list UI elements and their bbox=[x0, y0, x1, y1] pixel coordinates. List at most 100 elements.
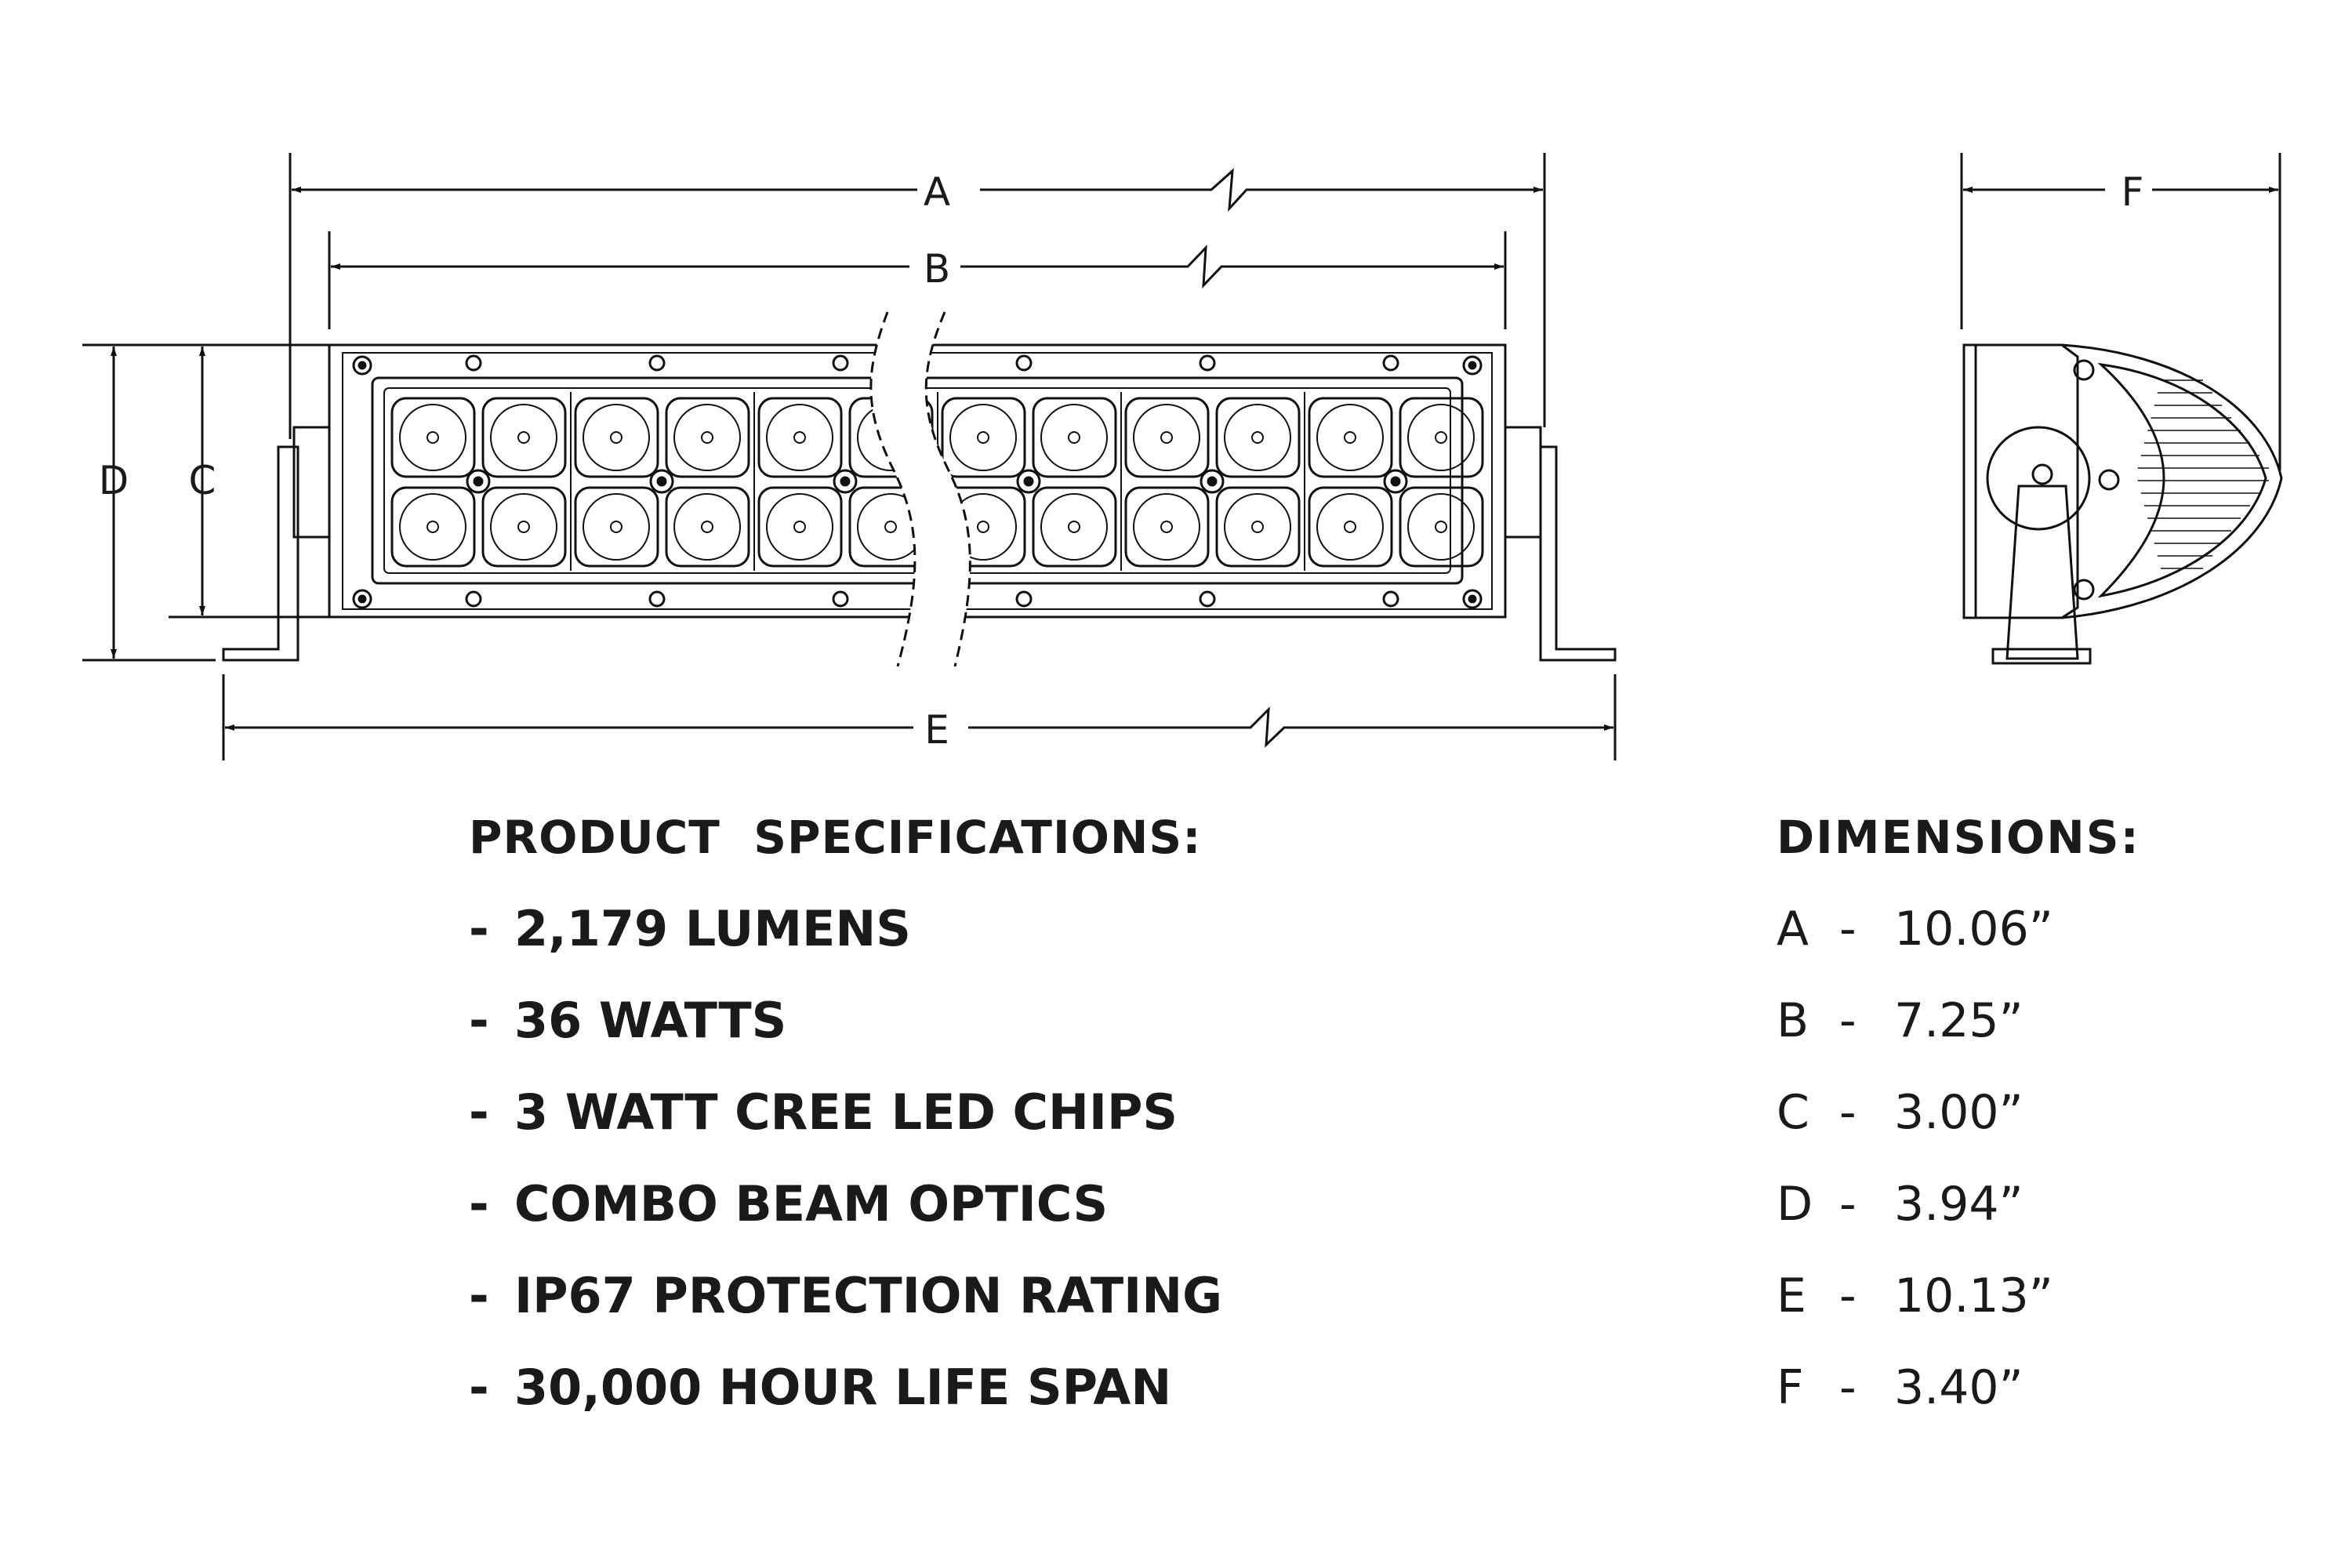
led-reflector bbox=[399, 404, 466, 471]
spec-item: -36 WATTS bbox=[469, 992, 787, 1049]
led-reflector bbox=[1316, 404, 1384, 471]
led-chip bbox=[701, 521, 713, 533]
break-gap bbox=[870, 312, 971, 666]
lens-screw-center bbox=[473, 476, 484, 487]
led-reflector bbox=[1407, 404, 1475, 471]
specifications-title: PRODUCT SPECIFICATIONS: bbox=[469, 811, 1202, 864]
led-cell bbox=[665, 486, 750, 568]
lens-screw bbox=[466, 469, 491, 494]
housing-screw bbox=[832, 590, 849, 608]
housing-screw bbox=[832, 354, 849, 372]
led-chip bbox=[1068, 521, 1080, 533]
led-cell bbox=[757, 397, 843, 478]
led-chip bbox=[1344, 431, 1356, 444]
led-reflector bbox=[1133, 493, 1200, 561]
lens-screw bbox=[1200, 469, 1225, 494]
dimension-item: D-3.94” bbox=[1777, 1177, 2024, 1232]
led-cell bbox=[574, 486, 659, 568]
dimension-item: F-3.40” bbox=[1777, 1360, 2024, 1415]
side-housing bbox=[1962, 343, 2079, 619]
led-cell bbox=[574, 397, 659, 478]
label-b: B bbox=[924, 246, 950, 292]
label-f: F bbox=[2122, 169, 2144, 215]
led-cell bbox=[1032, 486, 1117, 568]
led-reflector bbox=[766, 493, 833, 561]
housing-screw bbox=[1015, 354, 1033, 372]
left-end-cap bbox=[292, 426, 331, 539]
led-cell bbox=[1308, 486, 1393, 568]
led-cell bbox=[1308, 397, 1393, 478]
led-cell bbox=[757, 486, 843, 568]
led-chip bbox=[426, 431, 439, 444]
led-chip bbox=[517, 431, 530, 444]
led-cell bbox=[1032, 397, 1117, 478]
led-reflector bbox=[1133, 404, 1200, 471]
led-reflector bbox=[583, 404, 650, 471]
led-cell bbox=[1124, 397, 1210, 478]
dimension-item: E-10.13” bbox=[1777, 1269, 2053, 1323]
led-chip bbox=[610, 431, 622, 444]
led-reflector bbox=[766, 404, 833, 471]
led-chip bbox=[1435, 431, 1447, 444]
left-mounting-bracket bbox=[222, 445, 299, 662]
led-cell bbox=[1124, 486, 1210, 568]
label-c: C bbox=[189, 458, 216, 503]
led-reflector bbox=[1224, 404, 1291, 471]
housing-screw bbox=[465, 354, 482, 372]
led-chip bbox=[1160, 521, 1173, 533]
dimension-item: C-3.00” bbox=[1777, 1085, 2024, 1140]
led-reflector bbox=[490, 493, 557, 561]
housing-screw bbox=[1015, 590, 1033, 608]
led-reflector bbox=[583, 493, 650, 561]
side-heatsink-fins bbox=[2097, 362, 2267, 598]
led-reflector bbox=[1316, 493, 1384, 561]
led-cell bbox=[941, 397, 1026, 478]
label-d: D bbox=[99, 458, 129, 503]
dimension-item: B-7.25” bbox=[1777, 993, 2024, 1048]
led-chip bbox=[426, 521, 439, 533]
dimensions-list: DIMENSIONS: A-10.06” B-7.25” C-3.00” D-3… bbox=[1777, 806, 2247, 1448]
side-lens-dome bbox=[2061, 343, 2283, 619]
led-reflector bbox=[949, 404, 1017, 471]
led-chip bbox=[517, 521, 530, 533]
lens-screw bbox=[833, 469, 858, 494]
led-chip bbox=[1068, 431, 1080, 444]
led-cell bbox=[481, 486, 567, 568]
spec-item: -30,000 HOUR LIFE SPAN bbox=[469, 1359, 1172, 1416]
led-cell bbox=[665, 397, 750, 478]
lens-screw bbox=[649, 469, 674, 494]
product-specifications: PRODUCT SPECIFICATIONS: -2,179 LUMENS -3… bbox=[469, 806, 1566, 1448]
corner-screw-center bbox=[1468, 361, 1477, 370]
led-chip bbox=[1435, 521, 1447, 533]
led-cell bbox=[390, 397, 476, 478]
led-chip bbox=[1251, 431, 1264, 444]
corner-screw-center bbox=[1468, 594, 1477, 604]
led-chip bbox=[884, 521, 897, 533]
led-chip bbox=[1160, 431, 1173, 444]
led-chip bbox=[793, 431, 806, 444]
housing-screw bbox=[1199, 590, 1216, 608]
housing-screw bbox=[1382, 590, 1399, 608]
side-mount-pivot bbox=[1986, 426, 2091, 531]
corner-screw bbox=[352, 589, 372, 609]
led-reflector bbox=[1040, 493, 1108, 561]
lens-screw-center bbox=[1207, 476, 1218, 487]
label-a: A bbox=[924, 169, 950, 215]
lens-screw-center bbox=[1023, 476, 1034, 487]
spec-item: -COMBO BEAM OPTICS bbox=[469, 1175, 1109, 1232]
led-reflector bbox=[490, 404, 557, 471]
lens-screw-center bbox=[1390, 476, 1401, 487]
led-cell bbox=[1399, 397, 1484, 478]
spec-item: -IP67 PROTECTION RATING bbox=[469, 1267, 1222, 1324]
led-cell bbox=[1215, 397, 1301, 478]
led-cell bbox=[1399, 486, 1484, 568]
corner-screw bbox=[1462, 355, 1483, 376]
corner-screw bbox=[1462, 589, 1483, 609]
lens-screw bbox=[1383, 469, 1408, 494]
break-lines bbox=[869, 311, 971, 667]
spec-item: -2,179 LUMENS bbox=[469, 900, 911, 957]
led-cell bbox=[481, 397, 567, 478]
corner-screw bbox=[352, 355, 372, 376]
dimension-item: A-10.06” bbox=[1777, 902, 2053, 956]
